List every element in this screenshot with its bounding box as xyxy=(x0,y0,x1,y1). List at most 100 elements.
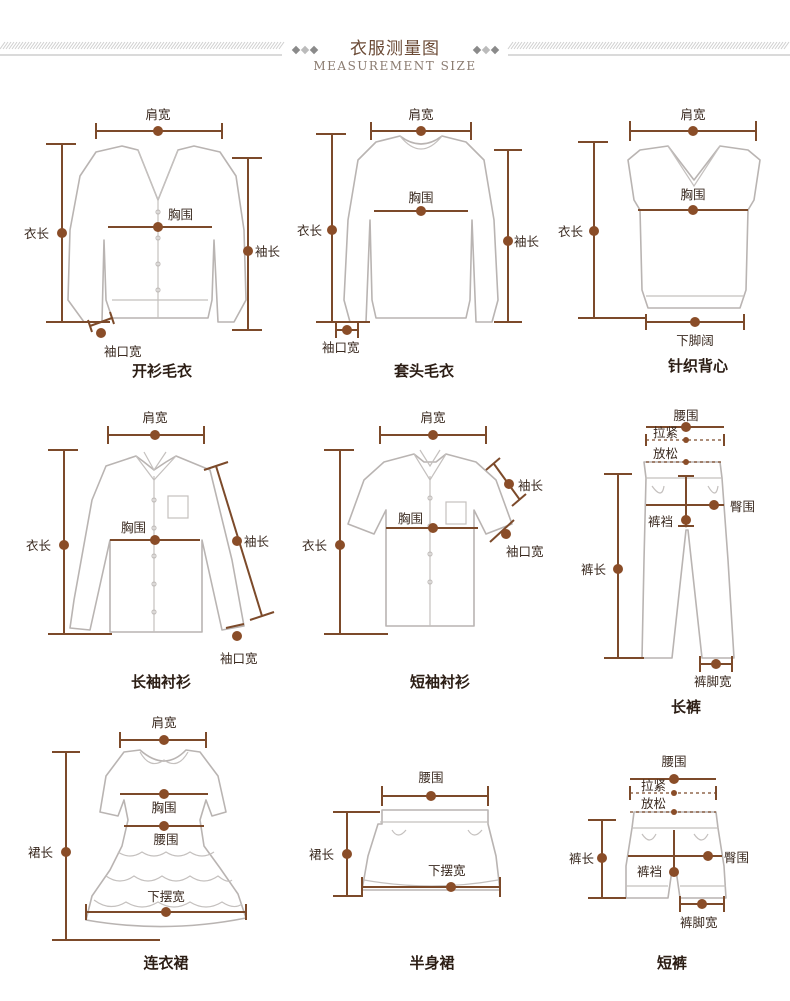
dress-label-waist: 腰围 xyxy=(153,832,178,847)
dress-length-dot xyxy=(61,847,71,857)
shorts-hip-dot xyxy=(703,851,713,861)
cardigan-sleeve-dot xyxy=(243,246,253,256)
trousers-tight-dot xyxy=(683,437,689,443)
long-shirt-label-length: 衣长 xyxy=(26,538,52,553)
dress-label-shoulder: 肩宽 xyxy=(151,715,176,730)
vest-measurements xyxy=(578,121,757,330)
vest-figure xyxy=(627,145,761,309)
long-shirt-labels: 肩宽 衣长 胸围 袖长 袖口宽 长袖衬衫 xyxy=(26,410,270,691)
skirt-labels: 腰围 裙长 下摆宽 半身裙 xyxy=(309,770,466,972)
pullover-cuff-dot xyxy=(342,325,352,335)
dress-label-chest: 胸围 xyxy=(151,800,176,815)
cardigan-label-length: 衣长 xyxy=(24,226,50,241)
shorts-label-waist: 腰围 xyxy=(661,754,686,769)
short-shirt-length-dot xyxy=(335,540,345,550)
trousers-leg-dot xyxy=(711,659,721,669)
pullover-label-sleeve: 袖长 xyxy=(514,234,540,249)
cardigan-shoulder-dot xyxy=(153,126,163,136)
vest-chest-dot xyxy=(688,205,698,215)
skirt-figure xyxy=(361,809,501,891)
long-shirt-label-cuff: 袖口宽 xyxy=(220,651,258,666)
cardigan-chest-dot xyxy=(153,222,163,232)
long-shirt-label-chest: 胸围 xyxy=(121,520,146,535)
vest-shoulder-dot xyxy=(688,126,698,136)
pullover-label-cuff: 袖口宽 xyxy=(322,340,360,355)
vest-length-dot xyxy=(589,226,599,236)
vest-label-hem: 下脚阔 xyxy=(676,333,714,348)
shorts-length-dot xyxy=(597,853,607,863)
pullover-label-chest: 胸围 xyxy=(408,190,433,205)
dress-chest-dot xyxy=(159,789,169,799)
trousers-length-dot xyxy=(613,564,623,574)
pullover-shoulder-dot xyxy=(416,126,426,136)
cardigan-labels: 肩宽 衣长 胸围 袖长 袖口宽 开衫毛衣 xyxy=(24,107,281,380)
shorts-label-tight: 拉紧 xyxy=(641,778,666,793)
dress-measurements xyxy=(52,732,247,941)
vest-hem-dot xyxy=(690,317,700,327)
pullover-sleeve-dot xyxy=(503,236,513,246)
trousers-label-relaxed: 放松 xyxy=(653,446,678,461)
skirt-measurements xyxy=(333,786,501,897)
pullover-labels: 肩宽 衣长 胸围 袖长 袖口宽 套头毛衣 xyxy=(297,107,540,380)
cardigan-label-sleeve: 袖长 xyxy=(255,244,281,259)
shorts-name: 短裤 xyxy=(657,954,687,972)
shorts-label-hip: 臀围 xyxy=(724,850,749,865)
trousers-label-leg: 裤脚宽 xyxy=(694,674,732,689)
skirt-waist-dot xyxy=(426,791,436,801)
shorts-label-leg: 裤脚宽 xyxy=(680,915,718,930)
trousers-label-hip: 臀围 xyxy=(730,499,755,514)
header-hatch-right xyxy=(507,41,790,50)
pullover-measurements xyxy=(316,122,522,338)
long-shirt-cuff-dot xyxy=(232,631,242,641)
shorts-waist-dot xyxy=(669,774,679,784)
diamond-ornament-left xyxy=(291,45,319,55)
vest-label-shoulder: 肩宽 xyxy=(680,107,705,122)
shorts-measurements xyxy=(588,774,725,912)
skirt-label-hem: 下摆宽 xyxy=(428,863,466,878)
shorts-rise-dot xyxy=(669,867,679,877)
diamond-ornament-right xyxy=(472,45,500,55)
cardigan-cuff-dot xyxy=(96,328,106,338)
short-shirt-chest-dot xyxy=(428,523,438,533)
page-subtitle: MEASUREMENT SIZE xyxy=(313,59,477,73)
skirt-label-length: 裙长 xyxy=(309,847,335,862)
dress-waist-dot xyxy=(159,821,169,831)
vest-label-chest: 胸围 xyxy=(680,187,705,202)
trousers-name: 长裤 xyxy=(671,698,701,716)
dress-shoulder-dot xyxy=(159,735,169,745)
long-shirt-label-shoulder: 肩宽 xyxy=(142,410,167,425)
vest-labels: 肩宽 衣长 胸围 下脚阔 针织背心 xyxy=(558,107,728,375)
trousers-label-rise: 裤裆 xyxy=(648,514,673,529)
shorts-label-relaxed: 放松 xyxy=(641,796,666,811)
dress-name: 连衣裙 xyxy=(143,954,188,972)
trousers-relaxed-dot xyxy=(683,459,689,465)
trousers-figure xyxy=(641,461,735,659)
cardigan-measurements xyxy=(46,123,262,338)
header-decoration xyxy=(0,41,790,56)
dress-hem-dot xyxy=(161,907,171,917)
cardigan-label-shoulder: 肩宽 xyxy=(145,107,170,122)
cardigan-label-chest: 胸围 xyxy=(168,207,193,222)
shorts-label-length: 裤长 xyxy=(569,851,595,866)
pullover-chest-dot xyxy=(416,206,426,216)
long-shirt-measurements xyxy=(48,426,275,641)
skirt-label-waist: 腰围 xyxy=(418,770,443,785)
vest-name: 针织背心 xyxy=(668,357,728,375)
cardigan-length-dot xyxy=(57,228,67,238)
skirt-length-dot xyxy=(342,849,352,859)
dress-label-length: 裙长 xyxy=(28,845,54,860)
shorts-relaxed-dot xyxy=(671,809,677,815)
long-shirt-chest-dot xyxy=(150,535,160,545)
short-shirt-cuff-dot xyxy=(501,529,511,539)
long-shirt-shoulder-dot xyxy=(150,430,160,440)
dress-labels: 肩宽 胸围 腰围 下摆宽 裙长 连衣裙 xyxy=(28,715,189,972)
long-shirt-length-dot xyxy=(59,540,69,550)
cardigan-name: 开衫毛衣 xyxy=(132,362,192,380)
long-shirt-label-sleeve: 袖长 xyxy=(244,534,270,549)
short-shirt-measurements xyxy=(324,426,527,635)
pullover-label-length: 衣长 xyxy=(297,223,323,238)
short-shirt-labels: 肩宽 衣长 胸围 袖长 袖口宽 短袖衬衫 xyxy=(302,410,544,691)
shorts-leg-dot xyxy=(697,899,707,909)
trousers-label-length: 裤长 xyxy=(581,562,607,577)
